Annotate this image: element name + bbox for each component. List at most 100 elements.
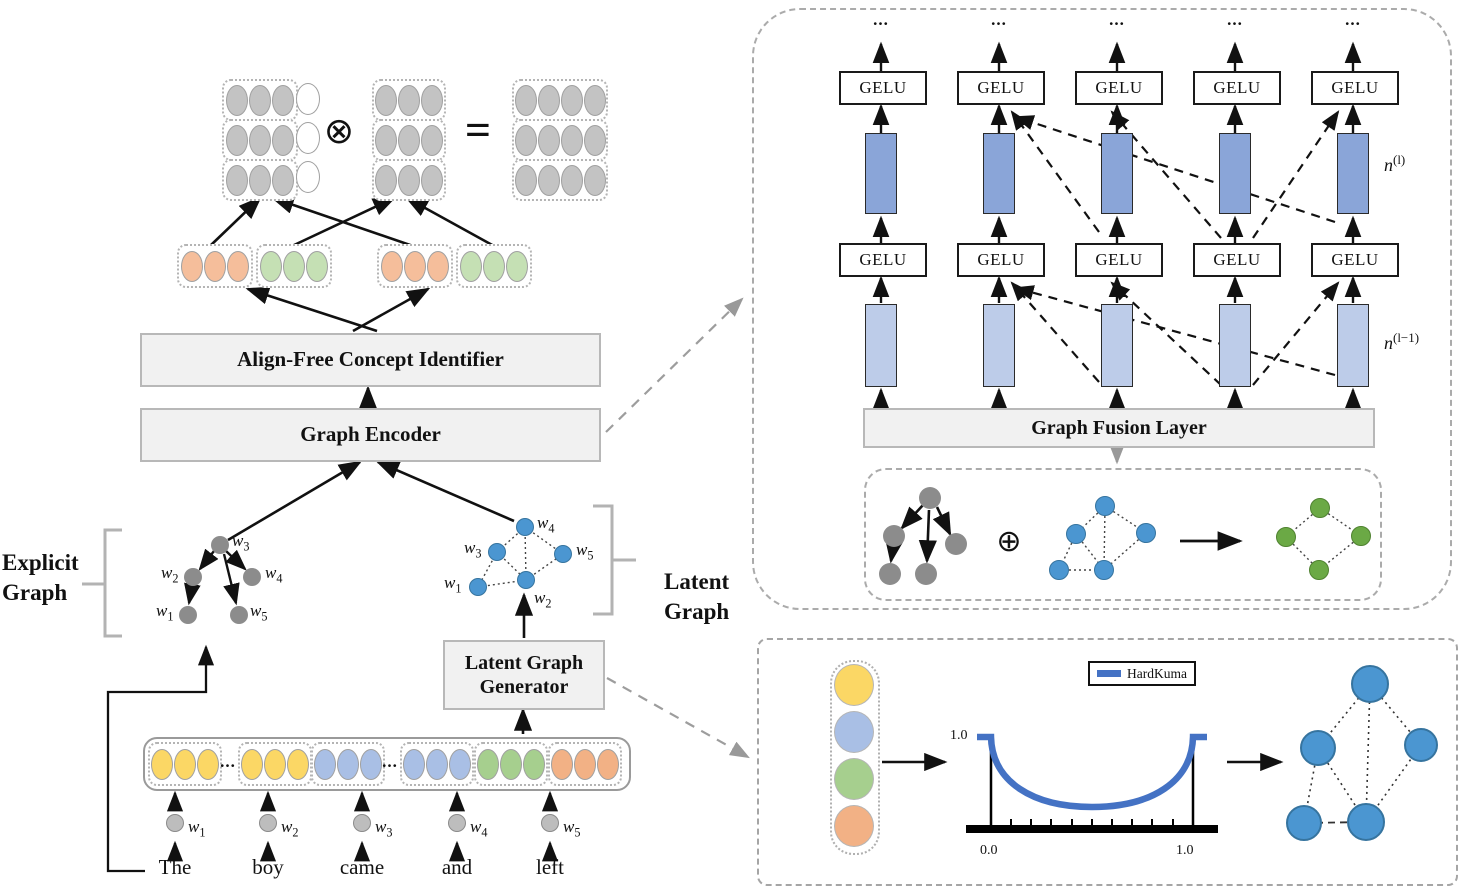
oval bbox=[360, 748, 382, 780]
node-vector-upper bbox=[1337, 133, 1369, 214]
oval bbox=[500, 748, 522, 780]
fusion-blue-node bbox=[1095, 496, 1115, 516]
gelu-box: GELU bbox=[839, 243, 927, 277]
latent-label-w1: w1 bbox=[444, 573, 462, 596]
embed-group-orange bbox=[548, 742, 622, 786]
latent-node-w1 bbox=[469, 578, 487, 596]
oval bbox=[272, 84, 294, 116]
otimes-symbol: ⊗ bbox=[323, 111, 355, 151]
oval bbox=[421, 84, 443, 116]
token-label-w2: w2 bbox=[281, 817, 299, 840]
oval-yellow bbox=[834, 664, 874, 706]
explicit-node-w2 bbox=[184, 568, 202, 586]
node-vector-lower bbox=[865, 304, 897, 387]
oval bbox=[403, 748, 425, 780]
oval bbox=[537, 124, 560, 156]
fusion-gray-node bbox=[883, 525, 905, 547]
oval bbox=[197, 748, 219, 780]
oval bbox=[226, 124, 248, 156]
oval bbox=[272, 164, 294, 196]
oval bbox=[260, 250, 282, 282]
oval bbox=[227, 250, 249, 282]
gelu-box: GELU bbox=[1193, 243, 1281, 277]
explicit-node-w3 bbox=[211, 536, 229, 554]
matrix-row bbox=[372, 119, 446, 161]
oval bbox=[426, 748, 448, 780]
ellipsis-col3: ... bbox=[1109, 10, 1125, 29]
oval bbox=[381, 250, 403, 282]
oval bbox=[226, 164, 248, 196]
ellipsis-col4: ... bbox=[1227, 10, 1243, 29]
token-node-w5 bbox=[541, 814, 559, 832]
oval bbox=[583, 84, 606, 116]
matrix-row bbox=[512, 119, 608, 161]
explicit-label-w4: w4 bbox=[265, 563, 283, 586]
gelu-box: GELU bbox=[1311, 71, 1399, 105]
oval bbox=[398, 164, 420, 196]
latent-graph-generator-box: Latent Graph Generator bbox=[443, 640, 605, 710]
oval bbox=[514, 84, 537, 116]
oval bbox=[181, 250, 203, 282]
gelu-box: GELU bbox=[957, 71, 1045, 105]
concept-group-orange-1 bbox=[177, 244, 253, 288]
latent-graph-generator-line1: Latent Graph bbox=[464, 652, 584, 674]
matrix-row bbox=[222, 159, 298, 201]
oval bbox=[514, 164, 537, 196]
oval bbox=[296, 83, 320, 115]
fusion-blue-node bbox=[1094, 560, 1114, 580]
oval bbox=[264, 748, 286, 780]
n-layer-label: n(l) bbox=[1384, 152, 1406, 175]
oval bbox=[560, 124, 583, 156]
oval bbox=[583, 164, 606, 196]
oval bbox=[314, 748, 336, 780]
fusion-blue-node bbox=[1136, 523, 1156, 543]
hardkuma-legend: HardKuma bbox=[1088, 661, 1196, 686]
token-node-w2 bbox=[259, 814, 277, 832]
token-label-w1: w1 bbox=[188, 817, 206, 840]
latent-node-w2 bbox=[517, 571, 535, 589]
embed-group-blue-2 bbox=[400, 742, 474, 786]
oval bbox=[460, 250, 482, 282]
legend-label: HardKuma bbox=[1127, 665, 1187, 681]
oval bbox=[560, 164, 583, 196]
sampled-node bbox=[1286, 805, 1322, 841]
latent-label-w4: w4 bbox=[537, 513, 555, 536]
gelu-box: GELU bbox=[1075, 243, 1163, 277]
encoder-arrows bbox=[227, 385, 534, 734]
equals-symbol: = bbox=[464, 104, 492, 155]
oval bbox=[249, 84, 271, 116]
matrix-row bbox=[512, 79, 608, 121]
oval bbox=[249, 164, 271, 196]
n-prev-layer-label: n(l−1) bbox=[1384, 330, 1420, 353]
concept-group-green-1 bbox=[256, 244, 332, 288]
xtick-1: 1.0 bbox=[1176, 843, 1194, 858]
fusion-green-node bbox=[1310, 498, 1330, 518]
fusion-gray-node bbox=[879, 563, 901, 585]
oval bbox=[272, 124, 294, 156]
gelu-box: GELU bbox=[839, 71, 927, 105]
oval bbox=[560, 84, 583, 116]
oval bbox=[151, 748, 173, 780]
embed-group-blue-1 bbox=[311, 742, 385, 786]
gelu-box: GELU bbox=[1193, 71, 1281, 105]
explicit-node-w5 bbox=[230, 606, 248, 624]
concept-group-green-2 bbox=[456, 244, 532, 288]
oval bbox=[174, 748, 196, 780]
ellipsis-col1: ... bbox=[873, 10, 889, 29]
oval bbox=[306, 250, 328, 282]
oval bbox=[398, 124, 420, 156]
oval bbox=[597, 748, 619, 780]
oval bbox=[249, 124, 271, 156]
embed-group-yellow-1 bbox=[148, 742, 222, 786]
oval bbox=[241, 748, 263, 780]
explicit-label-w5: w5 bbox=[250, 601, 268, 624]
oval bbox=[296, 161, 320, 193]
token-node-w3 bbox=[353, 814, 371, 832]
align-free-concept-identifier-box: Align-Free Concept Identifier bbox=[140, 333, 601, 387]
token-label-w4: w4 bbox=[470, 817, 488, 840]
fusion-green-node bbox=[1351, 526, 1371, 546]
word-boy: boy bbox=[252, 855, 284, 879]
matrix-row bbox=[372, 79, 446, 121]
